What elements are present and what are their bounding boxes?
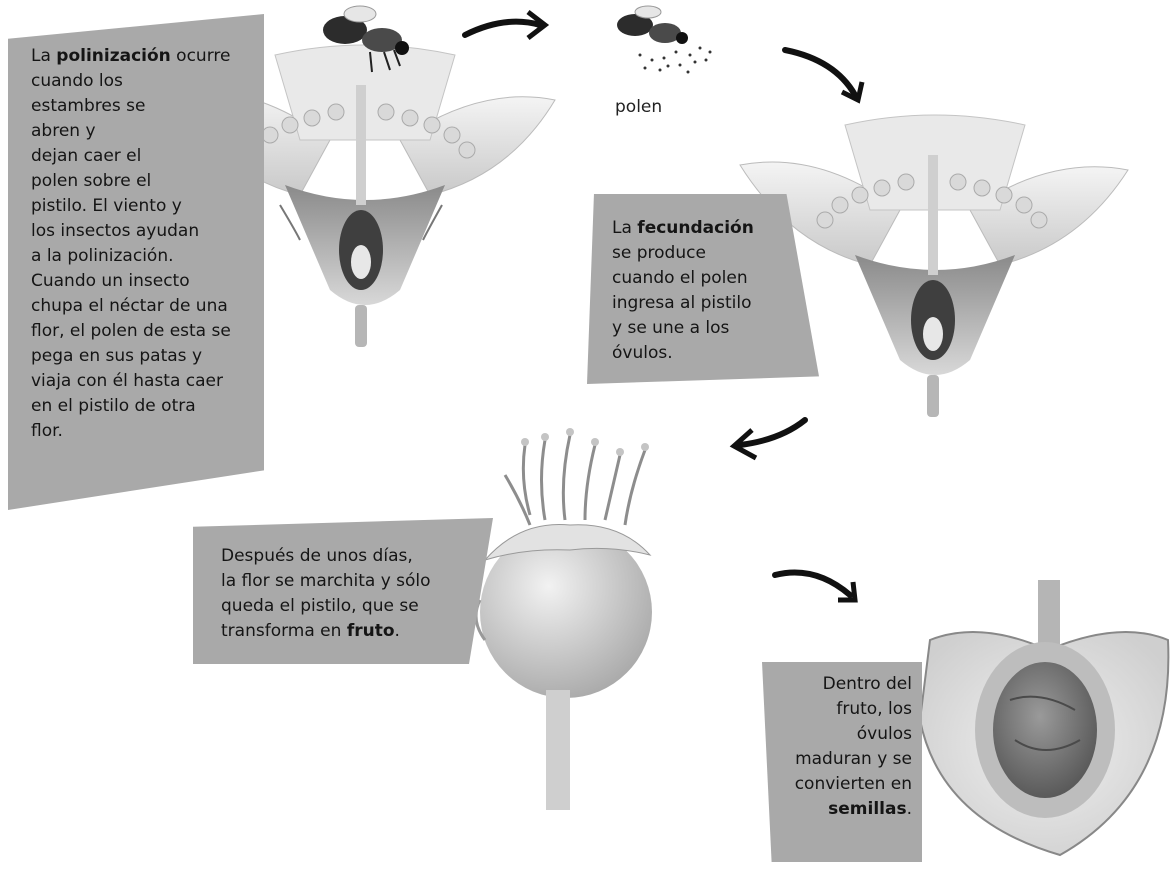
key-term: polinización (56, 46, 170, 66)
panel-text-line: cuando los (31, 69, 252, 94)
panel-text-line: fruto, los (762, 697, 912, 722)
panel-text-line: los insectos ayudan (31, 219, 252, 244)
panel-text-line: polen sobre el (31, 169, 252, 194)
panel-text-line: y se une a los (612, 316, 809, 341)
pollen-label: polen (615, 97, 662, 117)
panel-text-line: semillas. (762, 797, 912, 822)
panel-text-line: a la polinización. (31, 244, 252, 269)
panel-text-line: flor, el polen de esta se (31, 319, 252, 344)
panel-text-line: chupa el néctar de una (31, 294, 252, 319)
panel-text-line: La polinización ocurre (31, 44, 252, 69)
panel-text-line: cuando el polen (612, 266, 809, 291)
panel-text-line: La fecundación (612, 216, 809, 241)
arrow-4 (775, 573, 850, 596)
panel-text-line: pistilo. El viento y (31, 194, 252, 219)
panel-text-line: maduran y se (762, 747, 912, 772)
developing-fruit-illustration (476, 428, 652, 810)
arrow-1 (465, 22, 540, 35)
fruit-with-seed-illustration (920, 580, 1168, 855)
panel-text-line: en el pistilo de otra (31, 394, 252, 419)
panel-text-line: viaja con él hasta caer (31, 369, 252, 394)
bee-with-pollen-icon (617, 6, 712, 74)
panel-text-line: transforma en fruto. (221, 619, 475, 644)
fruit-formation-text-panel: Después de unos días,la flor se marchita… (193, 518, 493, 664)
panel-text-line: estambres se (31, 94, 252, 119)
panel-text-line: queda el pistilo, que se (221, 594, 475, 619)
panel-text-line: abren y (31, 119, 252, 144)
panel-text-line: óvulos (762, 722, 912, 747)
key-term: semillas (828, 799, 906, 819)
panel-text-line: Cuando un insecto (31, 269, 252, 294)
panel-text-line: flor. (31, 419, 252, 444)
panel-text-line: la flor se marchita y sólo (221, 569, 475, 594)
arrow-2 (785, 50, 855, 95)
panel-text-line: Después de unos días, (221, 544, 475, 569)
panel-text-line: ingresa al pistilo (612, 291, 809, 316)
panel-text-line: pega en sus patas y (31, 344, 252, 369)
panel-text-line: óvulos. (612, 341, 809, 366)
panel-text-line: Dentro del (762, 672, 912, 697)
key-term: fruto (347, 621, 395, 641)
key-term: fecundación (637, 218, 754, 238)
panel-text-line: dejan caer el (31, 144, 252, 169)
panel-text-line: convierten en (762, 772, 912, 797)
panel-text-line: se produce (612, 241, 809, 266)
